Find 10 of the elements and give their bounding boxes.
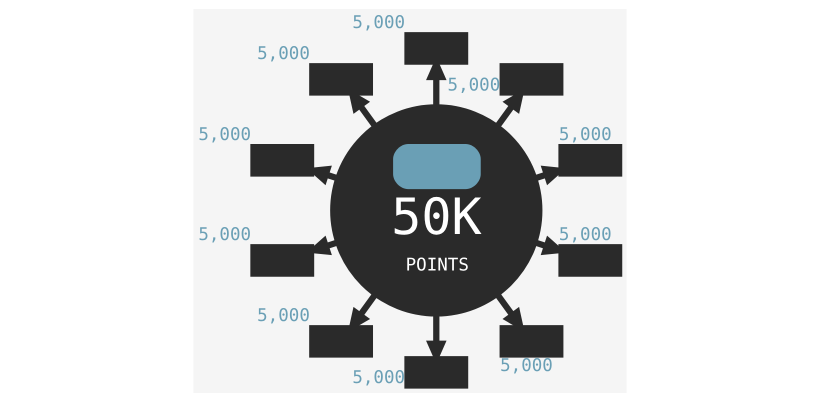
node-label: 5,000: [558, 224, 612, 245]
node-label: 5,000: [352, 368, 406, 388]
node-label: 5,000: [198, 224, 252, 245]
node-label: 5,000: [500, 356, 553, 376]
node-label: 5,000: [257, 43, 310, 64]
node-label: 5,000: [198, 124, 252, 144]
node-label: 5,000: [558, 124, 612, 144]
node-label: 5,000: [352, 12, 406, 33]
node-label: 5,000: [448, 74, 500, 95]
node-label: 5,000: [257, 306, 310, 326]
